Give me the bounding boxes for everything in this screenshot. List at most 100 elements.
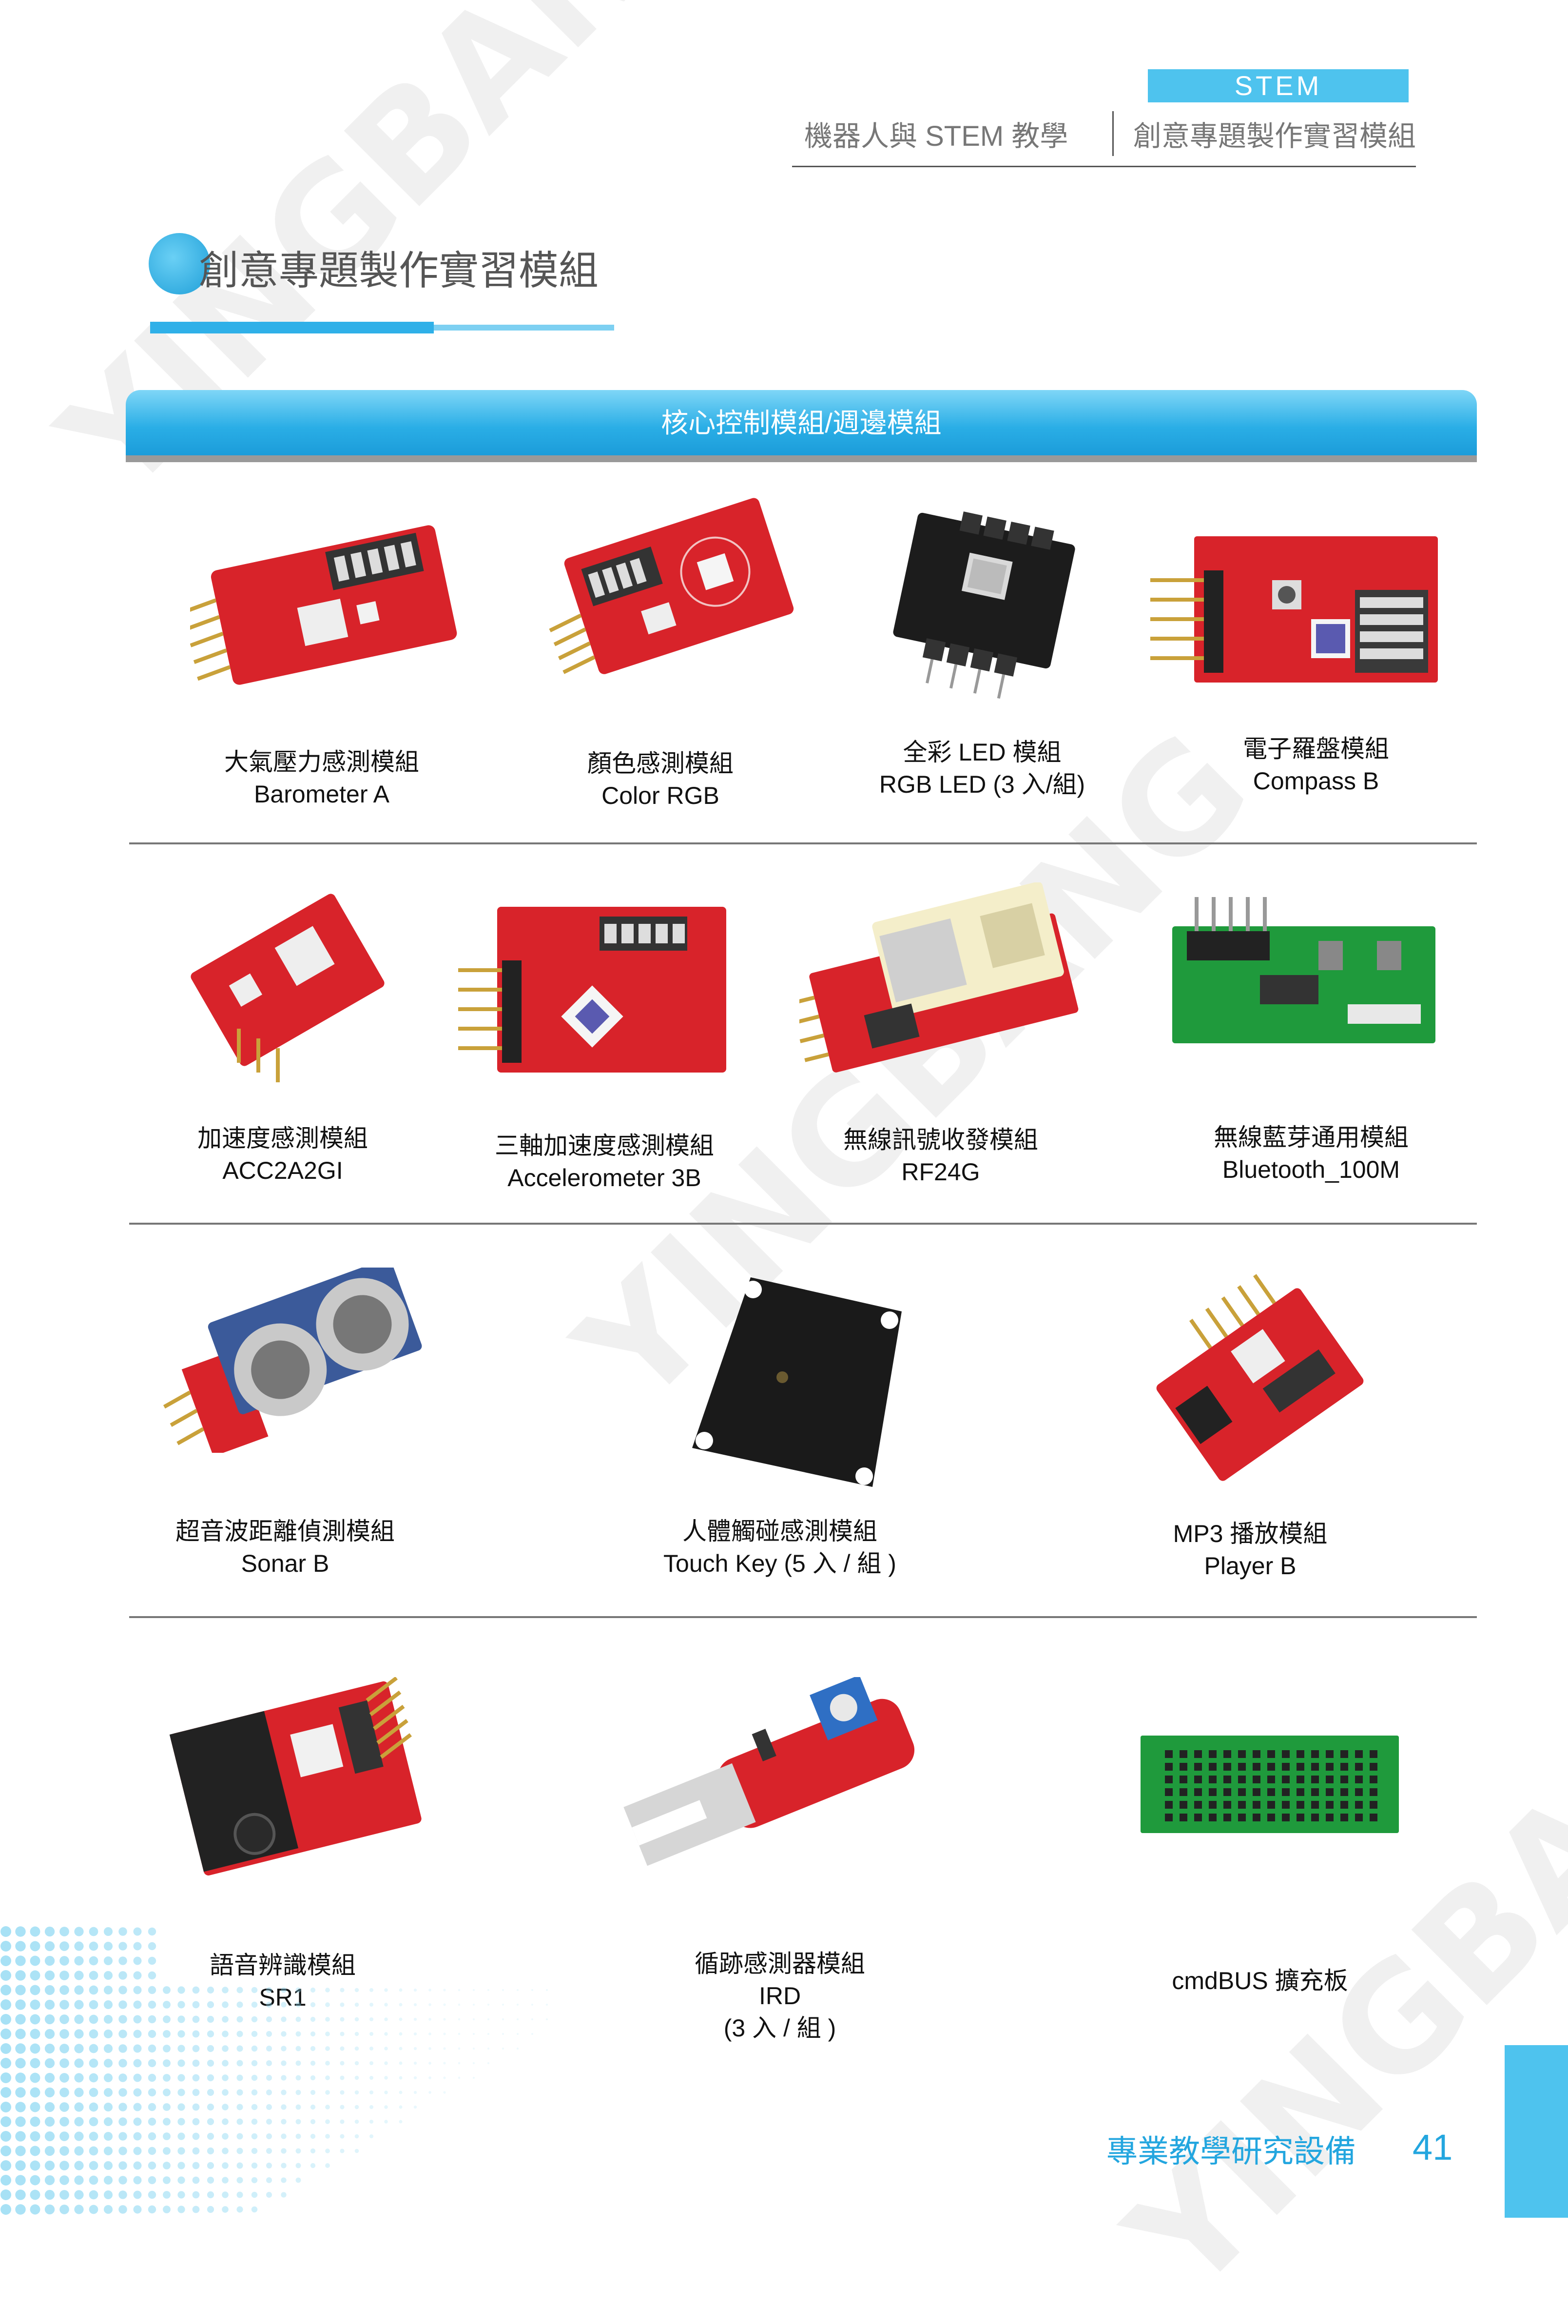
decor-dot bbox=[30, 2087, 40, 2098]
decor-dot bbox=[148, 2147, 156, 2155]
decor-dot bbox=[428, 2091, 431, 2094]
decor-dot bbox=[369, 2120, 373, 2124]
decor-dot bbox=[103, 2131, 113, 2141]
header-pin bbox=[1326, 1763, 1334, 1771]
decor-dot bbox=[74, 2146, 84, 2156]
header-pin bbox=[1340, 1750, 1348, 1758]
decor-dot bbox=[30, 1926, 40, 1937]
decor-dot bbox=[44, 2175, 55, 2186]
sonar-module-image bbox=[163, 1268, 422, 1453]
barometer-module-image bbox=[190, 525, 457, 685]
decor-dot bbox=[30, 2146, 40, 2156]
decor-dot bbox=[458, 2047, 461, 2050]
product-model: Color RGB bbox=[601, 782, 719, 809]
decor-dot bbox=[133, 1927, 142, 1936]
decor-dot bbox=[369, 2017, 373, 2021]
header-pin bbox=[1180, 1763, 1187, 1771]
decor-dot bbox=[207, 2118, 214, 2126]
decor-dot bbox=[0, 1955, 11, 1966]
decor-dot bbox=[399, 2090, 403, 2094]
decor-dot bbox=[59, 2000, 69, 2010]
decor-dot bbox=[413, 2017, 417, 2021]
decor-dot bbox=[472, 2076, 475, 2079]
decor-dot bbox=[103, 1985, 113, 1995]
decor-dot bbox=[59, 1985, 69, 1995]
decor-dot bbox=[281, 2163, 287, 2168]
decor-dot bbox=[207, 2030, 214, 2038]
decor-dot bbox=[89, 2146, 98, 2156]
header-pin bbox=[1267, 1814, 1275, 1821]
accelerometer-3b-module-image bbox=[458, 907, 726, 1073]
decor-dot bbox=[59, 2044, 69, 2053]
product-name: 顏色感測模組 bbox=[587, 750, 734, 777]
decor-dot bbox=[177, 2176, 185, 2184]
decor-dot bbox=[340, 2075, 345, 2080]
header-pin bbox=[1209, 1814, 1217, 1821]
decor-dot bbox=[443, 2091, 446, 2094]
decor-dot bbox=[74, 2073, 84, 2083]
decor-dot bbox=[74, 1956, 84, 1966]
decor-dot bbox=[428, 2018, 431, 2021]
header-pin bbox=[1297, 1776, 1304, 1783]
decor-dot bbox=[207, 2132, 214, 2140]
decor-dot bbox=[15, 2131, 26, 2142]
decor-dot bbox=[44, 2102, 55, 2112]
decor-dot bbox=[74, 2014, 84, 2024]
decor-dot bbox=[487, 2018, 489, 2020]
decor-dot bbox=[325, 2105, 330, 2109]
decor-dot bbox=[369, 2003, 373, 2007]
decor-dot bbox=[44, 1926, 55, 1937]
decor-dot bbox=[266, 2075, 272, 2081]
header-pin bbox=[1282, 1750, 1290, 1758]
header-pin bbox=[1165, 1801, 1173, 1809]
decor-dot bbox=[89, 2117, 98, 2127]
decor-dot bbox=[192, 2089, 200, 2096]
decor-dot bbox=[251, 1987, 258, 1993]
decor-dot bbox=[59, 2175, 69, 2185]
touch-key-module-image bbox=[692, 1277, 902, 1487]
decor-dot bbox=[310, 2016, 316, 2022]
decor-dot bbox=[163, 2132, 171, 2140]
decor-dot bbox=[0, 2029, 11, 2039]
decor-dot bbox=[148, 1956, 156, 1965]
decor-dot bbox=[89, 1971, 98, 1980]
decor-dot bbox=[177, 2030, 185, 2038]
product-caption: 人體觸碰感測模組 Touch Key (5 入 / 組 ) bbox=[634, 1515, 926, 1580]
decor-dot bbox=[118, 1971, 127, 1980]
header-pin bbox=[1194, 1750, 1202, 1758]
decor-dot bbox=[133, 2059, 142, 2068]
decor-dot bbox=[192, 1986, 200, 1994]
decor-dot bbox=[443, 2018, 446, 2021]
decor-dot bbox=[281, 2060, 287, 2066]
header-pin bbox=[1355, 1750, 1363, 1758]
header-pin bbox=[1311, 1776, 1319, 1783]
decor-dot bbox=[103, 2029, 113, 2039]
decor-dot bbox=[531, 2033, 533, 2035]
decor-dot bbox=[118, 2176, 127, 2185]
header-pin bbox=[1165, 1763, 1173, 1771]
decor-dot bbox=[103, 2102, 113, 2112]
decor-dot bbox=[384, 2061, 388, 2065]
decor-dot bbox=[192, 2001, 200, 2009]
product-model: Player B bbox=[1204, 1552, 1297, 1580]
decor-dot bbox=[325, 2090, 330, 2095]
decor-dot bbox=[103, 2117, 113, 2127]
decor-dot bbox=[44, 2116, 55, 2127]
decor-dot bbox=[44, 1955, 55, 1966]
decor-dot bbox=[487, 2048, 489, 2050]
decor-dot bbox=[0, 2146, 11, 2156]
decor-dot bbox=[30, 2014, 40, 2025]
decor-dot bbox=[325, 2061, 330, 2066]
header-pin bbox=[1326, 1801, 1334, 1809]
decor-dot bbox=[295, 2104, 301, 2110]
header-pin bbox=[1297, 1801, 1304, 1809]
decor-dot bbox=[340, 2031, 345, 2036]
decor-dot bbox=[354, 2017, 359, 2022]
product-model: ACC2A2GI bbox=[222, 1157, 343, 1184]
decor-dot bbox=[369, 2134, 373, 2138]
decor-dot bbox=[133, 2088, 142, 2097]
decor-dot bbox=[207, 2015, 214, 2023]
decor-dot bbox=[236, 2191, 243, 2198]
decor-dot bbox=[163, 2045, 171, 2052]
decor-dot bbox=[443, 2076, 446, 2079]
